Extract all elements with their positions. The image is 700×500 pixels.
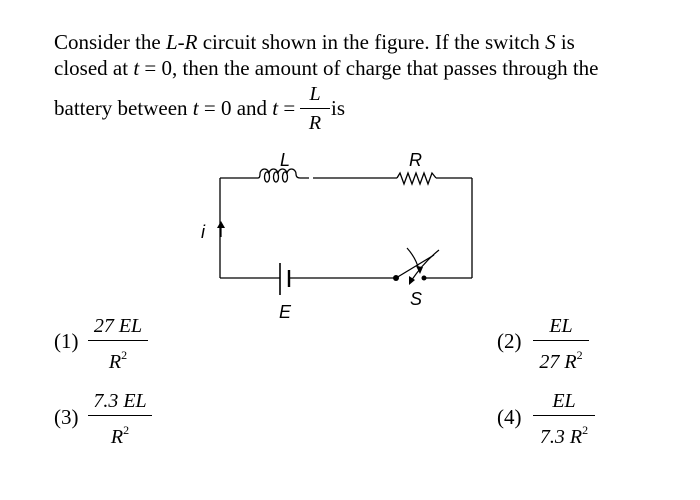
option-3-label[interactable]: (3): [54, 405, 79, 429]
option-4-denominator: 7.3 R2: [539, 423, 589, 448]
option-1-numerator: 27 EL: [93, 315, 143, 337]
inductor-label: L: [280, 150, 290, 170]
switch-blade: [395, 254, 435, 279]
switch-arrow-head: [409, 276, 415, 285]
question-text: = 0 and: [198, 96, 273, 120]
time-symbol: t: [272, 96, 279, 120]
option-3-numerator: 7.3 EL: [93, 390, 147, 412]
fraction-denominator: R: [308, 112, 322, 134]
option-3-denominator: R2: [110, 423, 130, 448]
option-1-denominator: R2: [108, 348, 128, 373]
time-constant-fraction: L R: [300, 82, 330, 135]
question-line-3-end: is: [331, 96, 345, 121]
question-text: = 0, then the amount of charge that pass…: [139, 56, 599, 80]
option-1-fraction[interactable]: 27 EL R2: [88, 314, 148, 374]
option-4-numerator: EL: [552, 390, 576, 412]
circuit-type: L-R: [165, 30, 198, 54]
inductor-coil: [257, 168, 309, 183]
switch-symbol: S: [545, 30, 556, 54]
question-text: battery between: [54, 96, 193, 120]
option-3-fraction[interactable]: 7.3 EL R2: [88, 389, 152, 449]
option-2-numerator: EL: [549, 315, 573, 337]
fraction-bar: [88, 340, 148, 341]
current-label: i: [201, 222, 206, 242]
question-text: is: [331, 96, 346, 120]
option-1-label[interactable]: (1): [54, 329, 79, 353]
time-symbol: t: [192, 96, 199, 120]
question-text: closed at: [54, 56, 134, 80]
resistor-label: R: [409, 150, 422, 170]
battery-label: E: [279, 302, 292, 322]
option-4-label[interactable]: (4): [497, 405, 522, 429]
fraction-bar: [300, 108, 330, 109]
option-2-fraction[interactable]: EL 27 R2: [533, 314, 589, 374]
switch-arrow: [410, 249, 440, 282]
option-4-fraction[interactable]: EL 7.3 R2: [533, 389, 595, 449]
current-arrow-head: [217, 221, 225, 228]
question-text: circuit shown in the figure. If the swit…: [197, 30, 546, 54]
question-line-2: closed at t = 0, then the amount of char…: [54, 56, 599, 81]
question-text: =: [278, 96, 296, 120]
option-2-label[interactable]: (2): [497, 329, 522, 353]
question-text: Consider the: [54, 30, 166, 54]
fraction-bar: [533, 340, 589, 341]
time-symbol: t: [133, 56, 140, 80]
question-line-1: Consider the L-R circuit shown in the fi…: [54, 30, 575, 55]
question-line-3: battery between t = 0 and t =: [54, 96, 295, 121]
switch-terminal: [421, 275, 427, 281]
option-2-denominator: 27 R2: [539, 348, 583, 373]
fraction-numerator: L: [309, 83, 321, 105]
resistor-zigzag: [396, 171, 437, 186]
fraction-bar: [88, 415, 152, 416]
switch-label: S: [410, 289, 422, 309]
fraction-bar: [533, 415, 595, 416]
question-text: is: [555, 30, 575, 54]
